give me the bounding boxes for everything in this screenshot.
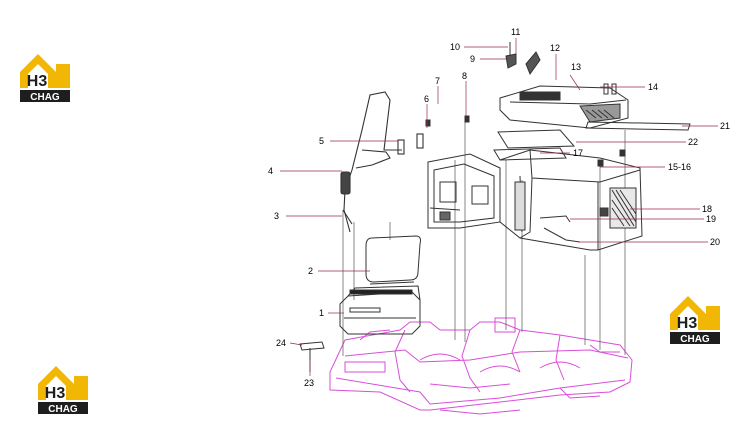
logo-text: CHAG xyxy=(30,92,60,103)
logo-text: CHAG xyxy=(680,334,710,345)
callout-8: 8 xyxy=(462,71,467,81)
callout-12: 12 xyxy=(550,43,560,53)
callout-20: 20 xyxy=(710,237,720,247)
rails xyxy=(493,121,691,161)
callout-17: 17 xyxy=(573,148,583,158)
logo-mark: H3 xyxy=(677,315,698,332)
callout-9: 9 xyxy=(470,54,475,64)
seat-back xyxy=(365,235,421,285)
logo-mark: H3 xyxy=(27,73,48,90)
upright-panel-frame xyxy=(427,153,501,229)
base-frame xyxy=(329,317,633,415)
callout-15-16: 15-16 xyxy=(668,162,691,172)
callout-7: 7 xyxy=(435,76,440,86)
logo-text: CHAG xyxy=(48,404,78,415)
small-parts xyxy=(425,42,626,167)
callout-13: 13 xyxy=(571,62,581,72)
brand-logo-right: H3 CHAG xyxy=(670,296,720,345)
main-console-frame xyxy=(499,149,643,251)
callout-22: 22 xyxy=(688,137,698,147)
callout-labels: 1 2 3 4 5 6 7 8 9 10 11 12 13 14 15-16 1… xyxy=(268,27,730,388)
cable-parts xyxy=(539,215,581,243)
brand-logo-top-left: H3 CHAG xyxy=(20,54,70,103)
seat-base xyxy=(339,285,421,335)
callout-2: 2 xyxy=(308,266,313,276)
callout-23: 23 xyxy=(304,378,314,388)
callout-24: 24 xyxy=(276,338,286,348)
roof-panel xyxy=(499,85,629,129)
callout-11: 11 xyxy=(511,27,520,37)
callout-14: 14 xyxy=(648,82,658,92)
callout-5: 5 xyxy=(319,136,324,146)
callout-19: 19 xyxy=(706,214,716,224)
callout-18: 18 xyxy=(702,204,712,214)
callout-21: 21 xyxy=(720,121,730,131)
brand-logo-bottom-left: H3 CHAG xyxy=(38,366,88,415)
armrest-frame xyxy=(340,91,424,233)
callout-3: 3 xyxy=(274,211,279,221)
callout-10: 10 xyxy=(450,42,460,52)
logo-mark: H3 xyxy=(45,385,66,402)
callout-6: 6 xyxy=(424,94,429,104)
latch-parts xyxy=(299,341,325,372)
callout-4: 4 xyxy=(268,166,273,176)
callout-1: 1 xyxy=(319,308,324,318)
leader-lines xyxy=(280,38,718,376)
